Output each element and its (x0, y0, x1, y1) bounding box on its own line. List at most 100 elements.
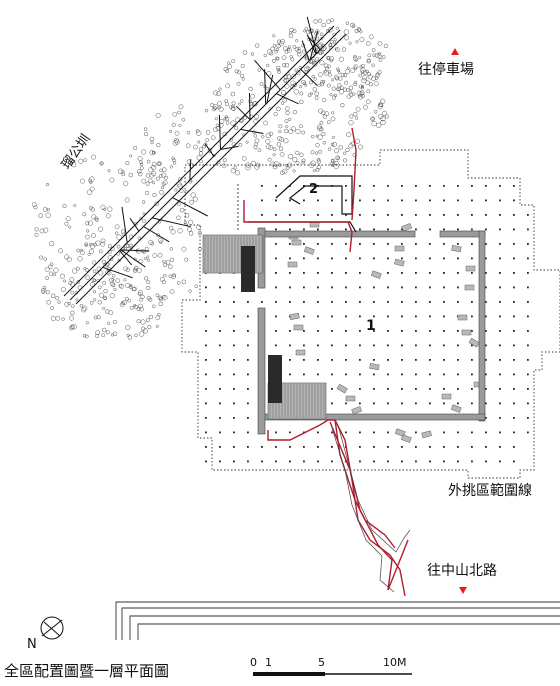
grid-dot (317, 286, 319, 289)
canopy-dot (358, 56, 362, 60)
canopy-dot (312, 60, 317, 65)
canopy-dot (155, 113, 161, 118)
canopy-dot (284, 128, 289, 134)
canopy-dot (348, 41, 352, 45)
canopy-dot (159, 173, 163, 178)
canopy-dot (316, 159, 322, 164)
canal-branch (151, 217, 191, 228)
canopy-dot (366, 99, 371, 105)
canopy-dot (225, 121, 230, 125)
grid-dot (387, 272, 389, 274)
canopy-dot (192, 196, 198, 202)
canopy-dot (142, 328, 148, 334)
canopy-dot (248, 99, 253, 104)
grid-dot (513, 315, 515, 318)
canopy-dot (127, 335, 133, 340)
grid-dot (415, 402, 417, 405)
canopy-dot (270, 46, 275, 52)
grid-dot (387, 185, 389, 187)
red-walkway-thin (331, 424, 411, 593)
grid-dot (513, 228, 515, 231)
canopy-dot (378, 102, 383, 107)
canopy-dot (245, 165, 251, 171)
canopy-dot (205, 130, 211, 135)
grid-dot (233, 373, 235, 376)
grid-dot (471, 402, 473, 405)
canopy-dot (137, 290, 144, 296)
canopy-dot (168, 264, 173, 269)
grid-dot (513, 344, 515, 347)
canopy-dot (358, 73, 362, 78)
canopy-dot (357, 28, 361, 32)
grid-dot (415, 301, 417, 303)
canopy-dot (159, 240, 163, 244)
grid-dot (205, 460, 207, 463)
grid-dot (513, 185, 515, 187)
canopy-dot (299, 152, 304, 157)
building-2-label: 2 (309, 182, 318, 197)
grid-dot (429, 272, 431, 274)
canopy-dot (359, 37, 365, 42)
canopy-dot (306, 66, 310, 70)
canopy-dot (293, 89, 299, 95)
grid-dot (499, 199, 501, 202)
grid-dot (457, 185, 459, 187)
canopy-dot (85, 275, 90, 280)
canopy-dot (69, 277, 75, 282)
grid-dot (345, 185, 347, 187)
north-label: N (27, 637, 37, 652)
canopy-dot (144, 246, 149, 251)
canopy-dot (92, 290, 96, 294)
canopy-dot (272, 34, 276, 38)
grid-dot (485, 388, 487, 390)
grid-dot (275, 431, 277, 434)
canopy-dot (335, 47, 340, 53)
canopy-dot (319, 82, 325, 87)
grid-dot (527, 286, 529, 289)
grid-dot (443, 199, 445, 202)
canopy-dot (68, 281, 73, 286)
canopy-dot (310, 59, 316, 65)
grid-dot (275, 330, 277, 332)
grid-dot (275, 344, 277, 347)
canopy-dot (100, 241, 106, 247)
canopy-dot (327, 147, 332, 151)
west-wing-upper (202, 234, 264, 292)
canal-branch (276, 93, 299, 105)
canopy-dot (282, 168, 288, 174)
canopy-dot (354, 58, 358, 62)
canopy-dot (170, 257, 175, 262)
grid-dot (331, 214, 333, 216)
canopy-dot (234, 69, 239, 74)
grid-dot (261, 446, 263, 448)
canopy-dot (330, 116, 336, 122)
canopy-dot (222, 131, 227, 137)
canopy-dot (276, 106, 281, 112)
canopy-dot (265, 144, 271, 150)
canopy-dot (216, 160, 221, 165)
canopy-dot (88, 178, 93, 183)
canopy-dot (366, 59, 371, 64)
grid-dot (415, 373, 417, 376)
scale-tick-0: 0 (250, 656, 257, 669)
grid-dot (359, 257, 361, 260)
grid-dot (401, 214, 403, 216)
canopy-dot (81, 307, 87, 313)
grid-dot (457, 243, 459, 245)
canopy-dot (119, 302, 125, 308)
canopy-dot (338, 145, 343, 150)
canopy-dot (336, 67, 340, 71)
grid-dot (331, 330, 333, 332)
grid-dot (485, 460, 487, 463)
canopy-dot (119, 283, 125, 289)
canopy-dot (359, 91, 364, 96)
canopy-dot (117, 168, 124, 174)
canopy-dot (116, 234, 122, 240)
grid-dot (443, 344, 445, 347)
canopy-dot (343, 151, 347, 155)
canopy-dot (45, 182, 50, 187)
grid-dot (387, 257, 389, 260)
canopy-dot (334, 47, 338, 51)
canopy-dot (71, 324, 77, 330)
